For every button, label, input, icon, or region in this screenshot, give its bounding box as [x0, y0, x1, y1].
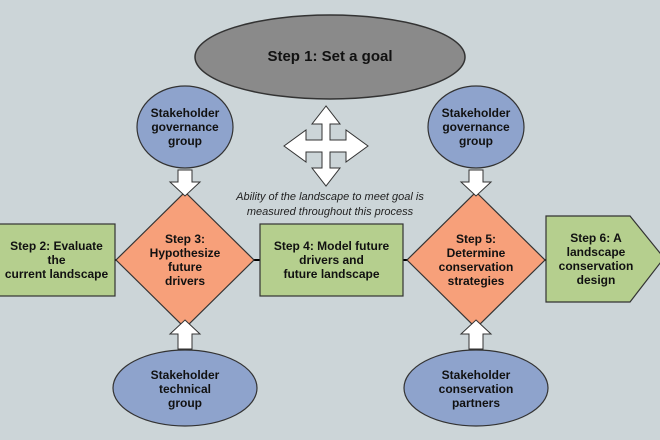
stakeholder-governance-left-circle [136, 85, 234, 169]
step4-box [259, 223, 404, 297]
stakeholder-technical-ellipse [112, 349, 258, 427]
step3-label: Step 3: Hypothesize future drivers [149, 231, 221, 289]
step5-label: Step 5: Determine conservation strategie… [438, 231, 514, 289]
goal-label: Step 1: Set a goal [267, 48, 393, 66]
measurement-note: Ability of the landscape to meet goal is… [236, 191, 424, 218]
step6-label: Step 6: A landscape conservation design [558, 230, 634, 288]
step6-pentagon [545, 215, 660, 303]
step4-label: Step 4: Model future drivers and future … [273, 238, 390, 282]
stakeholder-technical-label: Stakeholder technical group [150, 367, 220, 411]
four-way-arrow-icon [283, 105, 369, 187]
stakeholder-partners-label: Stakeholder conservation partners [438, 367, 514, 411]
up-arrow-icon [459, 319, 493, 350]
step2-label: Step 2: Evaluate the current landscape [4, 238, 109, 282]
step2-box [0, 223, 116, 297]
down-arrow-icon [459, 169, 493, 197]
up-arrow-icon [168, 319, 202, 350]
stakeholder-partners-ellipse [403, 349, 549, 427]
down-arrow-icon [168, 169, 202, 197]
stakeholder-governance-right-label: Stakeholder governance group [441, 105, 511, 149]
stakeholder-governance-right-circle [427, 85, 525, 169]
stakeholder-governance-left-label: Stakeholder governance group [150, 105, 220, 149]
goal-ellipse [194, 14, 466, 100]
